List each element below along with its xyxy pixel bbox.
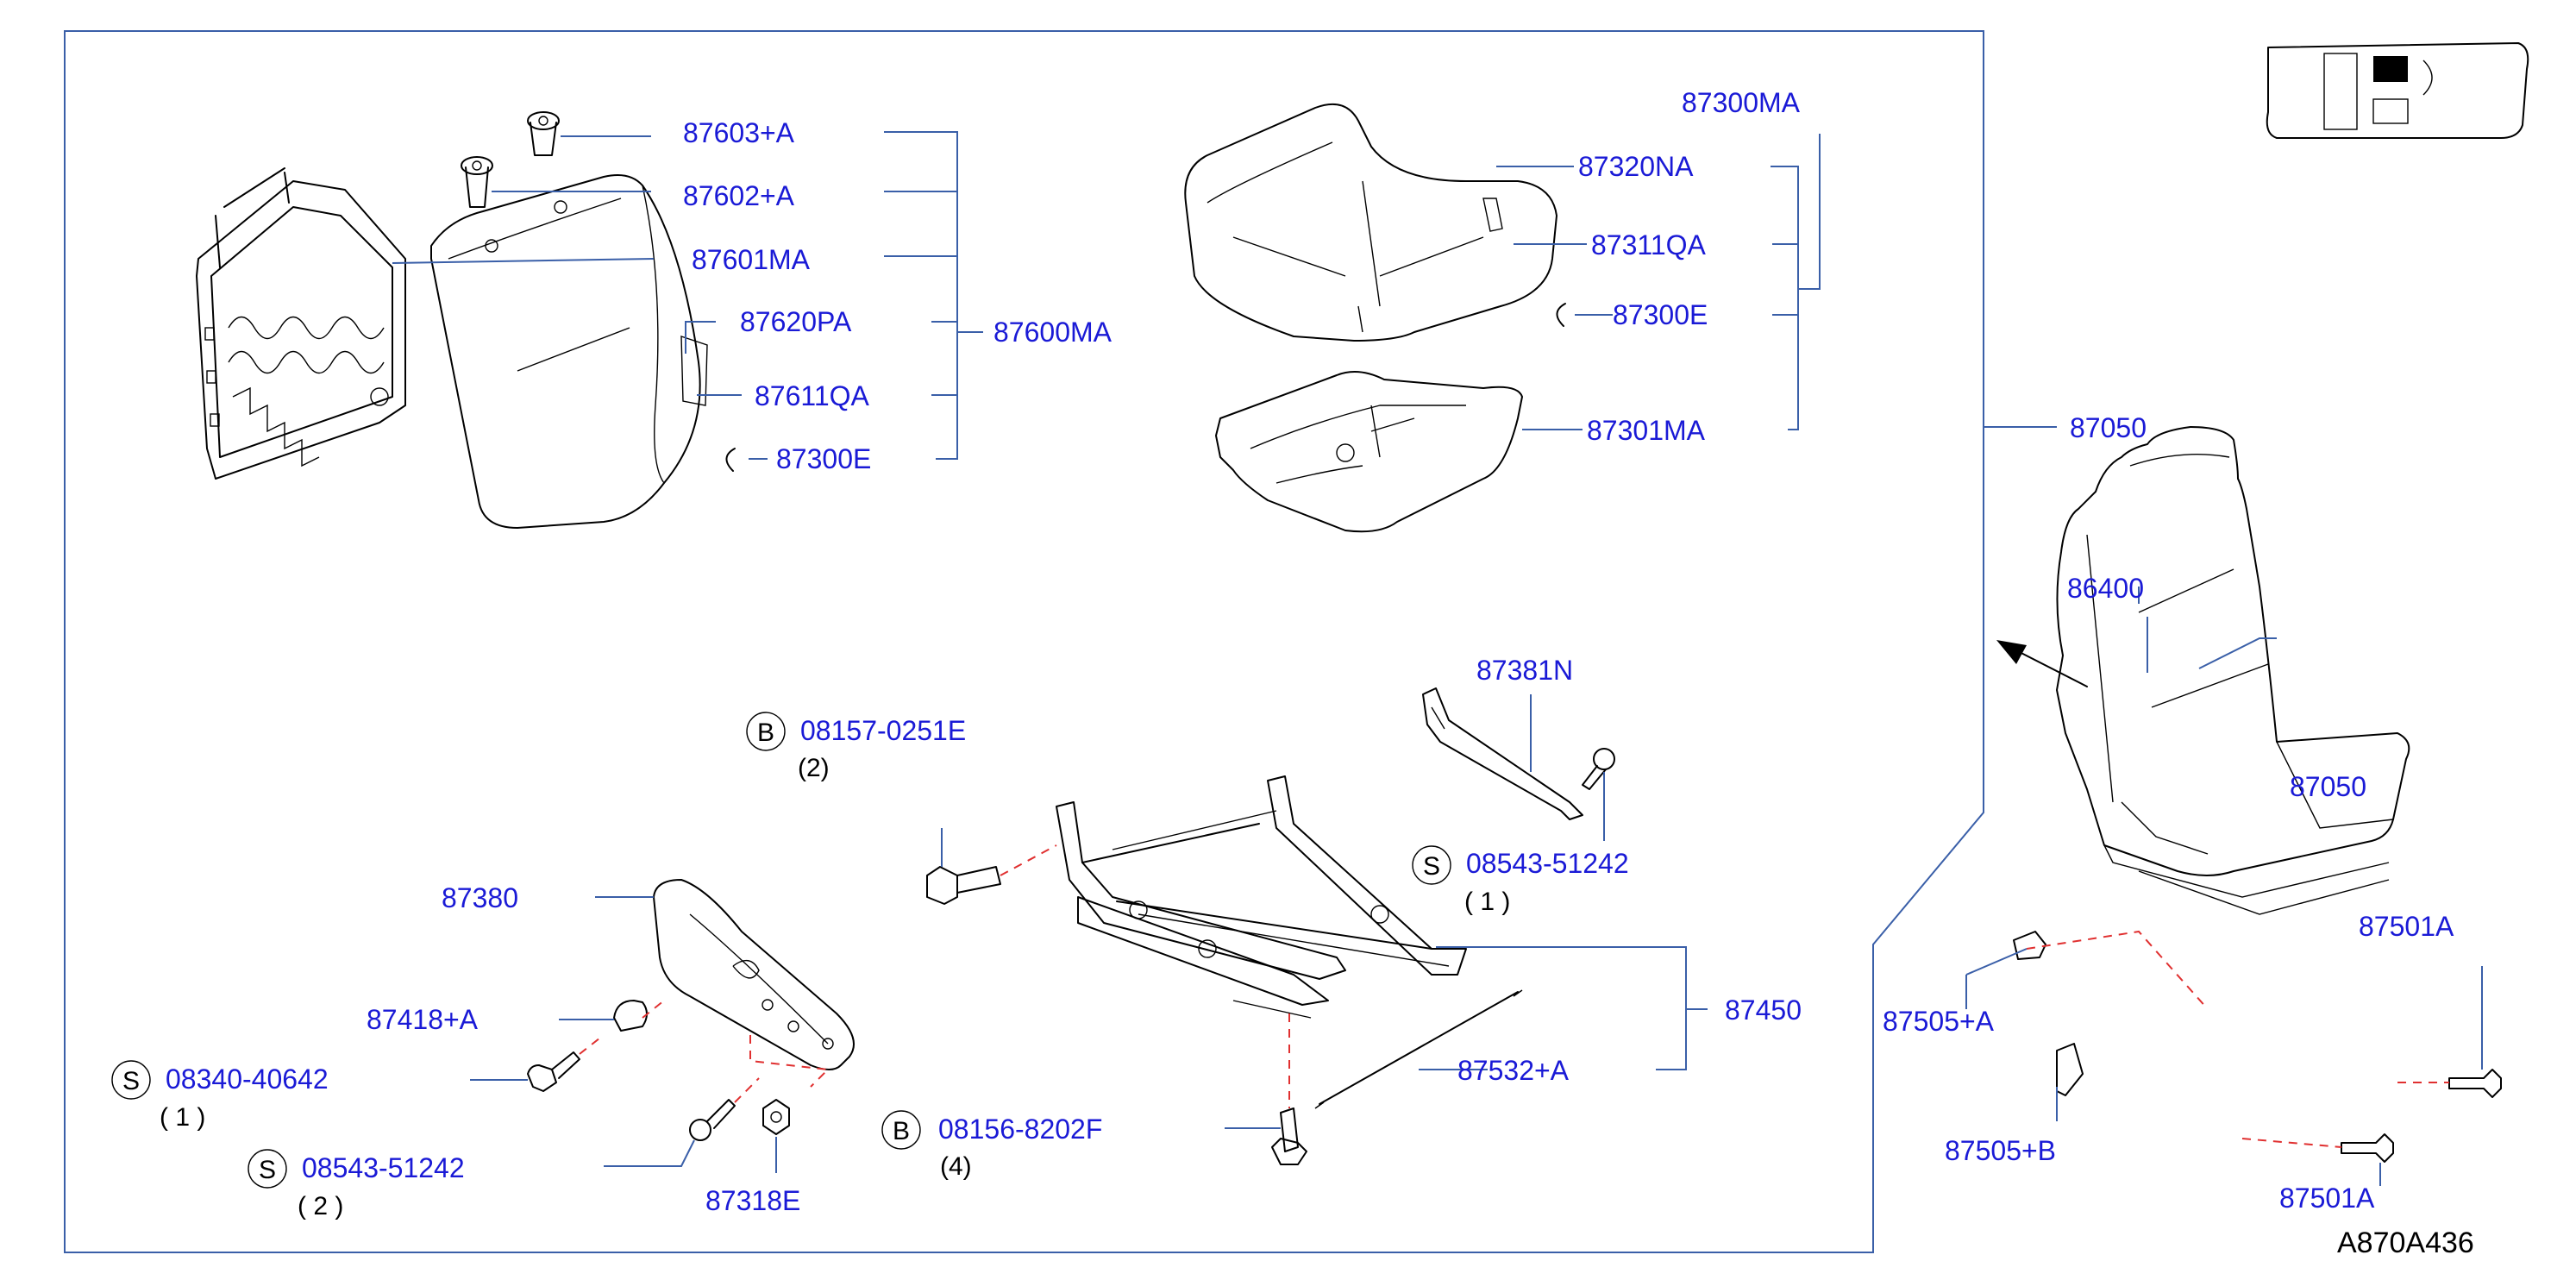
label-87501a-b: 87501A <box>2279 1183 2375 1214</box>
label-87501a-a: 87501A <box>2359 911 2454 942</box>
qty-08157: (2) <box>798 754 830 782</box>
label-08543-51242-a: 08543-51242 <box>1466 848 1629 879</box>
seat-cushion-drawing <box>1184 104 1558 342</box>
bolt-87501a-drawing-b <box>2341 1133 2394 1163</box>
nut-87318e-drawing <box>762 1099 790 1135</box>
knob-87418a-drawing <box>613 1000 648 1032</box>
label-87600ma: 87600MA <box>993 317 1113 348</box>
clip-87602a-drawing <box>461 156 493 208</box>
label-87320na: 87320NA <box>1578 151 1694 182</box>
bolt-87501a-drawing-a <box>2448 1069 2502 1098</box>
label-87611qa: 87611QA <box>755 380 870 411</box>
seat-adjuster-drawing <box>1056 775 1467 1019</box>
bolt-08157-drawing <box>926 866 1001 905</box>
diagram-code: A870A436 <box>2337 1227 2474 1259</box>
symbol-b-circle-a <box>746 712 786 751</box>
qty-08156: (4) <box>940 1152 972 1181</box>
label-87300e-a: 87300E <box>776 443 871 474</box>
qty-08543-b: ( 2 ) <box>298 1192 343 1220</box>
label-87450: 87450 <box>1725 995 1802 1026</box>
label-87300e-b: 87300E <box>1613 299 1708 330</box>
finisher-87380-drawing <box>653 879 855 1070</box>
symbol-s-a: S <box>1423 852 1440 881</box>
label-08543-51242-b: 08543-51242 <box>302 1152 465 1183</box>
label-87318e: 87318E <box>705 1185 800 1216</box>
qty-08543-a: ( 1 ) <box>1464 888 1510 916</box>
label-87601ma: 87601MA <box>692 244 811 275</box>
complete-seat-drawing <box>2056 426 2410 915</box>
seat-back-pad-drawing <box>430 174 708 529</box>
label-87050-b: 87050 <box>2290 771 2366 802</box>
symbol-s-circle-a <box>1412 845 1451 885</box>
label-86400: 86400 <box>2067 573 2144 604</box>
seat-position-legend <box>2266 42 2529 139</box>
symbol-s-circle-b <box>111 1060 151 1100</box>
screw-08543-a-drawing <box>1582 748 1615 790</box>
symbol-b-circle-b <box>881 1110 921 1150</box>
cover-87505a-drawing <box>2013 931 2046 960</box>
qty-08340: ( 1 ) <box>160 1103 205 1132</box>
wire-87532a-drawing <box>1314 989 1523 1109</box>
label-87532a: 87532+A <box>1457 1055 1570 1086</box>
symbol-b-a: B <box>757 718 774 747</box>
label-87311qa: 87311QA <box>1591 229 1707 260</box>
label-87505a: 87505+A <box>1883 1006 1995 1037</box>
label-08340-40642: 08340-40642 <box>166 1064 329 1095</box>
label-08156-8202f: 08156-8202F <box>938 1114 1102 1145</box>
label-87505b: 87505+B <box>1945 1135 2056 1166</box>
label-87301ma: 87301MA <box>1587 415 1706 446</box>
screw-08340-drawing <box>527 1051 580 1092</box>
symbol-s-circle-c <box>248 1149 287 1189</box>
symbol-s-b: S <box>122 1067 140 1095</box>
cover-87505b-drawing <box>2056 1043 2084 1096</box>
label-87603a: 87603+A <box>683 117 795 148</box>
label-08157-0251e: 08157-0251E <box>800 715 966 746</box>
label-87050-a: 87050 <box>2070 412 2147 443</box>
label-87620pa: 87620PA <box>740 306 852 337</box>
clip-87603a-drawing <box>527 111 560 156</box>
label-87418a: 87418+A <box>367 1004 479 1035</box>
clip-87300e-drawing-a <box>725 448 736 472</box>
label-87380: 87380 <box>442 882 518 913</box>
seat-cushion-pad-drawing <box>1215 371 1523 533</box>
symbol-b-b: B <box>893 1117 910 1145</box>
bolt-08156-drawing <box>1271 1107 1307 1165</box>
label-87300ma: 87300MA <box>1682 87 1801 118</box>
assembly-frame <box>64 30 1984 1253</box>
label-87381n: 87381N <box>1476 655 1573 686</box>
seat-back-frame-drawing <box>196 167 406 480</box>
symbol-s-c: S <box>259 1156 276 1184</box>
clip-87300e-drawing-b <box>1556 303 1566 327</box>
screw-08543-b-drawing <box>689 1099 736 1141</box>
forward-arrow-icon <box>1996 640 2088 687</box>
label-87602a: 87602+A <box>683 180 795 211</box>
bracket-87381n-drawing <box>1422 687 1583 820</box>
